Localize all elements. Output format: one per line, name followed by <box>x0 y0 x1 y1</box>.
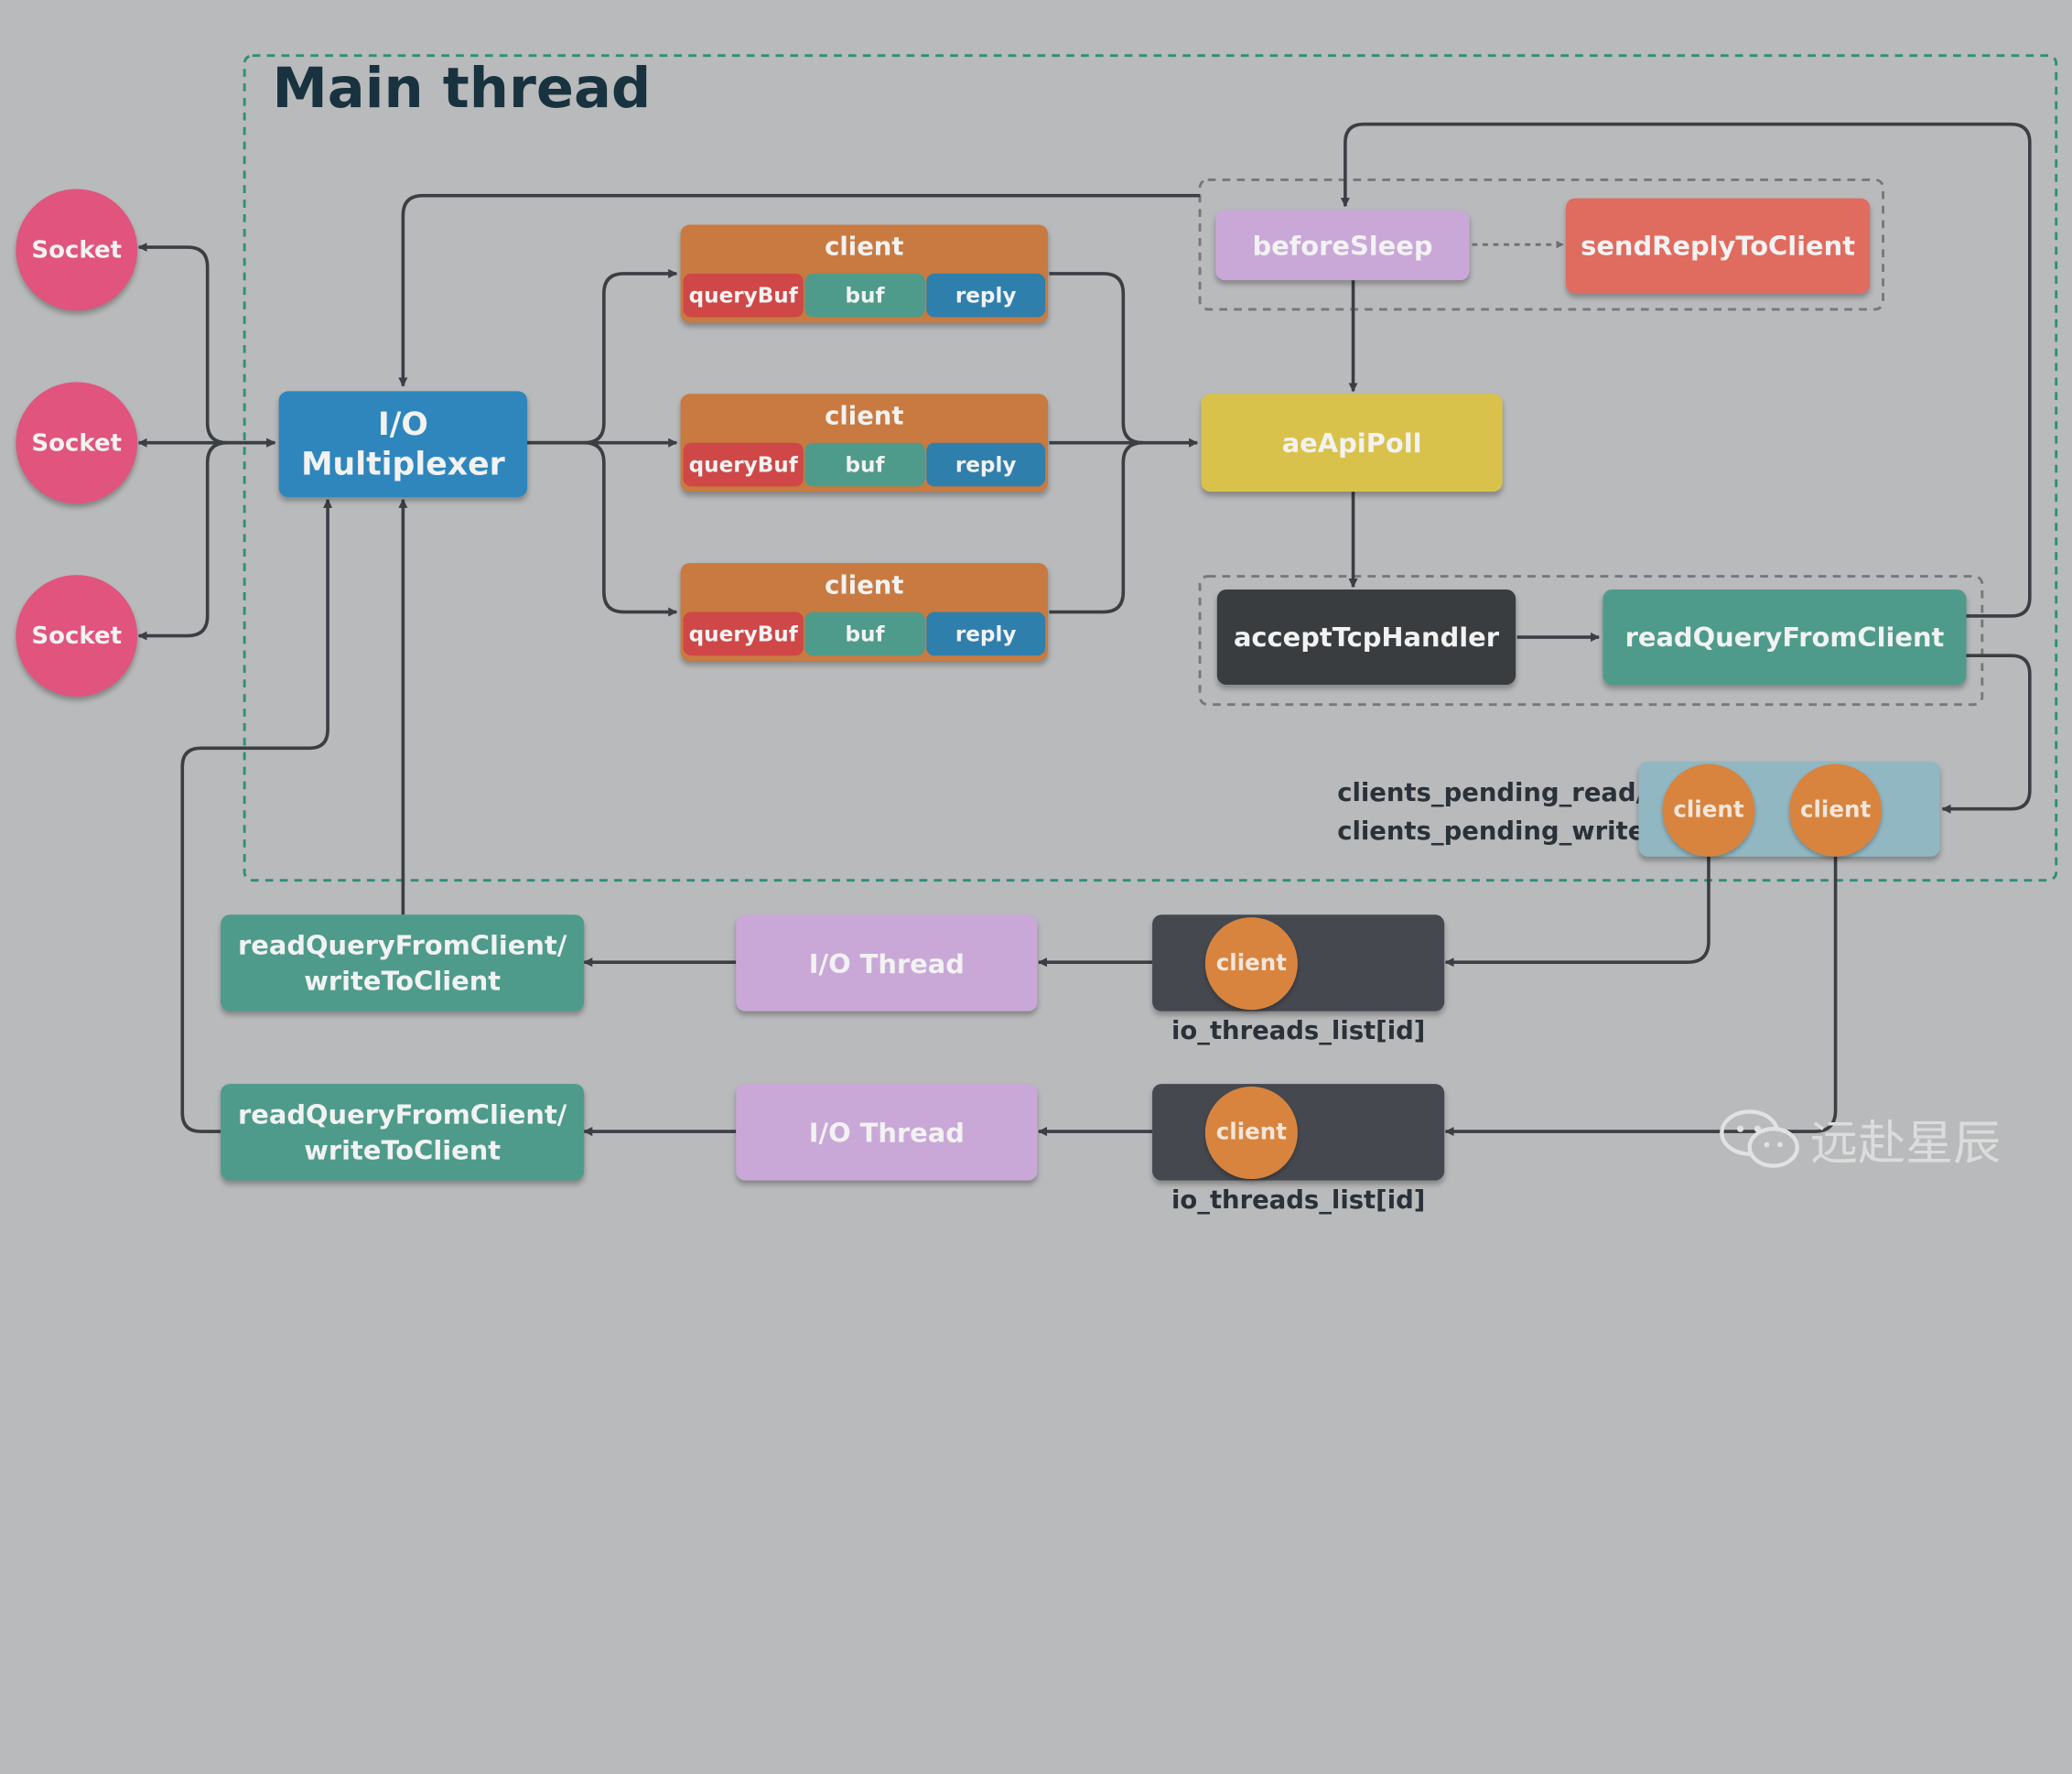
wire-beforesleep-mux <box>398 193 1201 387</box>
wire-read-pending <box>1941 654 2032 814</box>
io-threads-list-label-2: io_threads_list[id] <box>1171 1185 1426 1216</box>
client-struct-title: client <box>825 401 904 431</box>
wire-client3-poll <box>1049 440 1144 614</box>
pending-label-line1: clients_pending_read/ <box>1337 778 1646 808</box>
io-handler-node-1: readQueryFromClient/ writeToClient <box>221 914 585 1011</box>
io-threads-list-node-2 <box>1152 1084 1445 1181</box>
socket-node-3: Socket <box>16 575 138 697</box>
socket-node-1: Socket <box>16 189 138 311</box>
io-threads-list-node-1 <box>1152 914 1445 1011</box>
io-handler-line2: writeToClient <box>304 1133 502 1165</box>
socket-label: Socket <box>31 622 123 650</box>
before-sleep-group-border <box>1198 178 1885 311</box>
wire-socket3-mux <box>137 440 228 641</box>
socket-label: Socket <box>31 428 123 457</box>
client-struct-1: client queryBuf buf reply <box>680 224 1049 323</box>
client-buf-field: buf <box>804 442 925 487</box>
client-struct-2: client queryBuf buf reply <box>680 394 1049 492</box>
main-thread-title: Main thread <box>272 55 652 121</box>
client-reply-field: reply <box>926 611 1046 656</box>
wire-handler2-mux <box>180 498 333 1133</box>
pending-label-line2: clients_pending_write <box>1337 817 1646 847</box>
client-struct-title: client <box>825 570 904 600</box>
io-list-client-1: client <box>1204 917 1298 1011</box>
wire-pending-iolist2 <box>1444 856 1838 1137</box>
wire-pending-iolist1 <box>1444 856 1710 968</box>
client-reply-field: reply <box>926 273 1046 318</box>
wechat-icon <box>1720 1109 1799 1168</box>
client-struct-3: client queryBuf buf reply <box>680 563 1049 661</box>
io-handler-line1: readQueryFromClient/ <box>238 1098 567 1130</box>
client-struct-title: client <box>825 233 904 262</box>
io-threads-list-label-1: io_threads_list[id] <box>1171 1016 1426 1046</box>
socket-node-2: Socket <box>16 382 138 504</box>
pending-client-2: client <box>1789 763 1883 857</box>
client-querybuf-field: queryBuf <box>683 442 804 487</box>
io-thread-node-1: I/O Thread <box>736 914 1038 1011</box>
io-list-client-2: client <box>1204 1086 1298 1180</box>
wire-mux-client3 <box>584 440 678 617</box>
io-thread-node-2: I/O Thread <box>736 1084 1038 1181</box>
read-query-from-client-node: readQueryFromClient <box>1603 590 1967 685</box>
watermark: 远赴星辰 <box>1718 1105 2001 1174</box>
io-handler-node-2: readQueryFromClient/ writeToClient <box>221 1084 585 1181</box>
client-buf-field: buf <box>804 273 925 318</box>
pending-client-1: client <box>1662 763 1755 857</box>
handler-group-border <box>1198 575 1984 707</box>
io-multiplexer-node: I/O Multiplexer <box>278 391 528 497</box>
client-reply-field: reply <box>926 442 1046 487</box>
diagram-wires <box>137 54 2058 1137</box>
wire-client1-poll <box>1049 272 1144 445</box>
io-multiplexer-line2: Multiplexer <box>301 445 505 483</box>
accept-tcp-handler-node: acceptTcpHandler <box>1216 590 1516 685</box>
socket-label: Socket <box>31 235 123 265</box>
io-handler-line2: writeToClient <box>304 964 502 997</box>
io-multiplexer-line1: I/O <box>377 406 428 443</box>
wire-socket1-mux <box>137 242 276 448</box>
ae-api-poll-node: aeApiPoll <box>1201 394 1503 492</box>
diagram-canvas: Main thread Socket Socket Socket I/O Mul… <box>16 54 2058 1216</box>
pending-queue-label: clients_pending_read/ clients_pending_wr… <box>1337 774 1646 851</box>
io-handler-line1: readQueryFromClient/ <box>238 928 567 961</box>
before-sleep-node: beforeSleep <box>1215 210 1470 281</box>
wire-read-beforesleep <box>1340 122 2032 618</box>
send-reply-node: sendReplyToClient <box>1566 198 1871 294</box>
wire-mux-client1 <box>527 268 678 445</box>
client-buf-field: buf <box>804 611 925 656</box>
client-querybuf-field: queryBuf <box>683 611 804 656</box>
client-querybuf-field: queryBuf <box>683 273 804 318</box>
main-thread-boundary <box>243 54 2058 882</box>
watermark-text: 远赴星辰 <box>1810 1117 2002 1172</box>
